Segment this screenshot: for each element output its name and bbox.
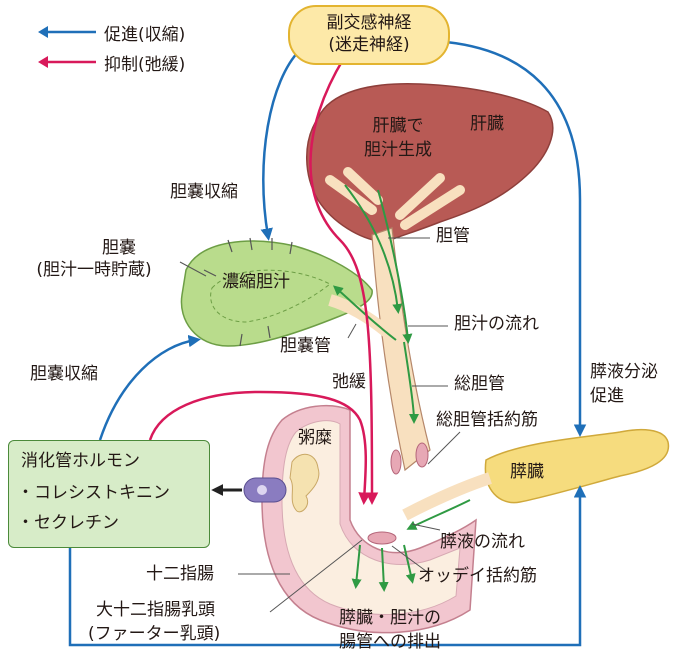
gi-hormone-box: 消化管ホルモン ・コレシストキニン ・セクレチン — [8, 440, 210, 548]
vagus-nerve-box: 副交感神経 (迷走神経) — [288, 5, 450, 65]
vagus-line1: 副交感神経 — [326, 13, 412, 33]
liver-label: 肝臓 — [470, 114, 504, 134]
common-bile-sphincter-label: 総胆管括約筋 — [436, 410, 538, 430]
common-bile-duct-label: 総胆管 — [454, 374, 505, 394]
excretion-arrow-3 — [403, 544, 416, 584]
excretion-arrow-2 — [378, 547, 389, 592]
vagus-to-sphincter-arrow — [309, 57, 379, 505]
hormone-line1: 消化管ホルモン — [21, 451, 140, 471]
legend-inhibit-arrow-icon — [38, 56, 96, 68]
papilla-line1: 大十二指腸乳頭 — [96, 600, 215, 620]
hepatic-duct — [371, 227, 431, 472]
cystic-duct-label: 胆嚢管 — [280, 336, 331, 356]
excretion-arrow-1 — [351, 544, 362, 589]
bile-to-gallbladder-arrow — [332, 285, 397, 341]
hormone-to-pancreas-arrow — [68, 485, 587, 647]
gallbladder-contract-lower: 胆嚢収縮 — [30, 364, 98, 384]
common-bile-sphincter-left — [390, 449, 402, 475]
hormone-line3: ・セクレチン — [17, 513, 119, 533]
pancreas-label: 膵臓 — [510, 462, 544, 482]
hormone-to-sphincter-arrow — [148, 390, 371, 505]
duodenum-label: 十二指腸 — [146, 564, 214, 584]
legend-promote-arrow-icon — [38, 26, 96, 38]
liver-process-line2: 胆汁生成 — [364, 140, 432, 160]
chyme-label: 粥糜 — [298, 428, 332, 448]
legend-inhibit-label: 抑制(弛緩) — [104, 55, 186, 75]
oddi-sphincter-label: オッデイ括約筋 — [418, 566, 537, 586]
intrahepatic-ducts — [325, 167, 465, 230]
hepatic-duct-label: 胆管 — [436, 226, 470, 246]
common-bile-sphincter — [415, 442, 429, 468]
pancreas-secretion-line1: 膵液分泌 — [590, 362, 658, 382]
bile-flow-arrow-2 — [377, 189, 413, 344]
excretion-line2: 腸管への排出 — [339, 632, 441, 652]
vagus-line2: (迷走神経) — [328, 35, 410, 55]
oddi-sphincter — [367, 531, 397, 545]
duodenum-lumen — [281, 420, 461, 615]
gallbladder-name-line1: 胆嚢 — [102, 238, 136, 258]
papilla-line2: (ファーター乳頭) — [88, 624, 221, 644]
hormone-line2: ・コレシストキニン — [17, 483, 170, 503]
hormone-to-gallbladder-arrow — [98, 334, 201, 441]
liver-process-line1: 肝臓で — [372, 116, 424, 136]
gallbladder-name-line2: (胆汁一時貯蔵) — [36, 260, 152, 280]
gallbladder-inner-label: 濃縮胆汁 — [222, 272, 290, 292]
inhibit-arrows — [148, 57, 379, 505]
pancreas-secretion-line2: 促進 — [590, 386, 624, 406]
relax-label: 弛緩 — [332, 372, 366, 392]
bile-flow-label: 胆汁の流れ — [454, 314, 539, 334]
legend-promote-label: 促進(収縮) — [104, 25, 186, 45]
gallbladder-contract-upper: 胆嚢収縮 — [170, 182, 238, 202]
excretion-line1: 膵臓・胆汁の — [339, 608, 441, 628]
vagus-to-gallbladder-arrow — [260, 49, 301, 241]
gallbladder-inner — [210, 269, 331, 323]
contraction-arrows — [203, 237, 293, 347]
liver-shape — [306, 83, 554, 243]
bile-flow-arrow-1 — [344, 184, 403, 314]
leader-lines — [179, 237, 461, 613]
hormone-cell-nucleus — [257, 485, 267, 495]
chyme-shape — [289, 453, 320, 513]
pancreatic-duct — [402, 472, 492, 521]
promote-arrows — [68, 40, 587, 647]
bile-down-arrow — [403, 341, 419, 424]
pancreatic-juice-flow-label: 膵液の流れ — [440, 532, 525, 552]
vagus-to-pancreas-arrow — [445, 40, 587, 437]
